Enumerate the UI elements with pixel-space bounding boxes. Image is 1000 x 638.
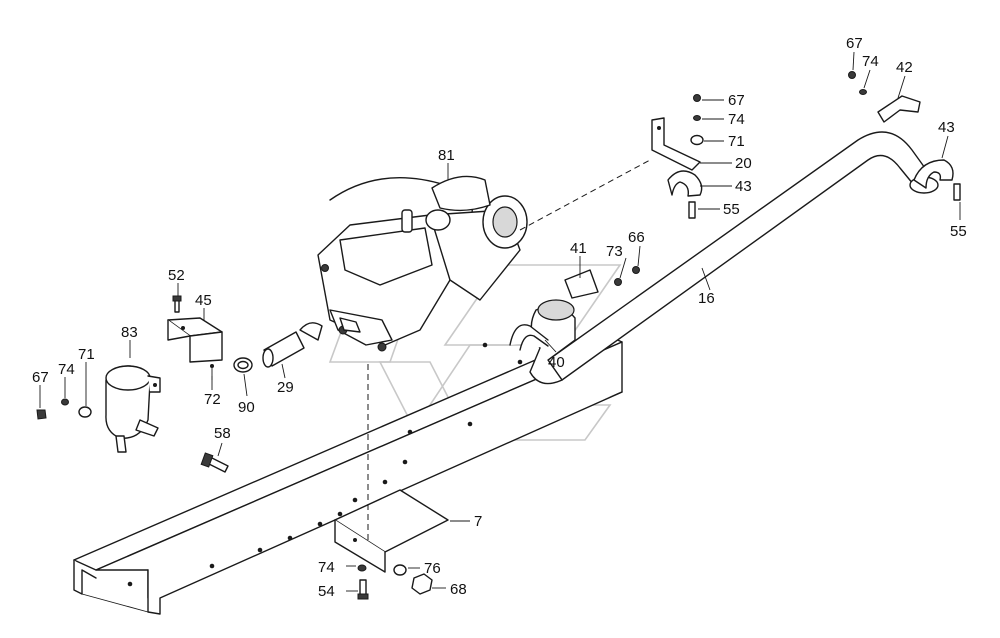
clamp-90 (233, 357, 253, 373)
bolt-55-middle (688, 201, 696, 219)
bolt-52 (172, 295, 182, 313)
bolt-55-right (953, 183, 961, 201)
mounting-plate-7 (334, 360, 449, 573)
leader-lines (39, 51, 961, 592)
nut-67-right (848, 71, 856, 79)
callout-67: 67 (728, 92, 745, 109)
callout-83: 83 (121, 324, 138, 341)
callout-71: 71 (78, 346, 95, 363)
nut-67-middle (693, 94, 701, 102)
exhaust-pipe (529, 131, 939, 385)
callout-71: 71 (728, 133, 745, 150)
nut-73 (614, 278, 622, 286)
callout-74: 74 (58, 361, 75, 378)
callout-68: 68 (450, 581, 467, 598)
clamp-43-middle (667, 170, 703, 197)
nut-74-middle (693, 115, 701, 121)
callout-58: 58 (214, 425, 231, 442)
callout-52: 52 (168, 267, 185, 284)
callout-labels: 67 74 42 43 55 67 74 71 20 43 55 81 41 7… (32, 35, 967, 600)
bracket-20 (519, 117, 701, 231)
callout-66: 66 (628, 229, 645, 246)
callout-55: 55 (950, 223, 967, 240)
frame-rail (73, 331, 623, 615)
washer-71-left (78, 406, 92, 418)
heater-unit (299, 175, 528, 352)
nut-74-left (61, 398, 69, 406)
callout-55: 55 (723, 201, 740, 218)
callout-54: 54 (318, 583, 335, 600)
fuel-pump-83 (105, 365, 161, 453)
washer-76 (393, 564, 407, 576)
u-bolt-40 (509, 324, 549, 351)
bolt-54 (357, 579, 369, 600)
washer-71-middle (690, 134, 704, 146)
callout-90: 90 (238, 399, 255, 416)
nut-68 (411, 573, 433, 595)
bracket-41 (564, 269, 599, 299)
callout-41: 41 (570, 240, 587, 257)
callout-7: 7 (474, 513, 482, 530)
bracket-42 (877, 95, 921, 123)
nut-74-bottom (357, 564, 367, 572)
hose-29 (262, 331, 305, 368)
callout-74: 74 (728, 111, 745, 128)
bolt-58 (200, 452, 229, 473)
callout-67: 67 (846, 35, 863, 52)
callout-29: 29 (277, 379, 294, 396)
callout-43: 43 (938, 119, 955, 136)
callout-45: 45 (195, 292, 212, 309)
callout-76: 76 (424, 560, 441, 577)
callout-74: 74 (862, 53, 879, 70)
callout-42: 42 (896, 59, 913, 76)
callout-43: 43 (735, 178, 752, 195)
callout-73: 73 (606, 243, 623, 260)
callout-74: 74 (318, 559, 335, 576)
callout-40: 40 (548, 354, 565, 371)
callout-72: 72 (204, 391, 221, 408)
callout-20: 20 (735, 155, 752, 172)
nut-66 (632, 266, 640, 274)
nut-67-left (36, 409, 47, 420)
nut-74-right (859, 89, 867, 95)
callout-81: 81 (438, 147, 455, 164)
clamp-43-right (913, 159, 954, 189)
bracket-45 (167, 317, 223, 363)
callout-67: 67 (32, 369, 49, 386)
callout-16: 16 (698, 290, 715, 307)
